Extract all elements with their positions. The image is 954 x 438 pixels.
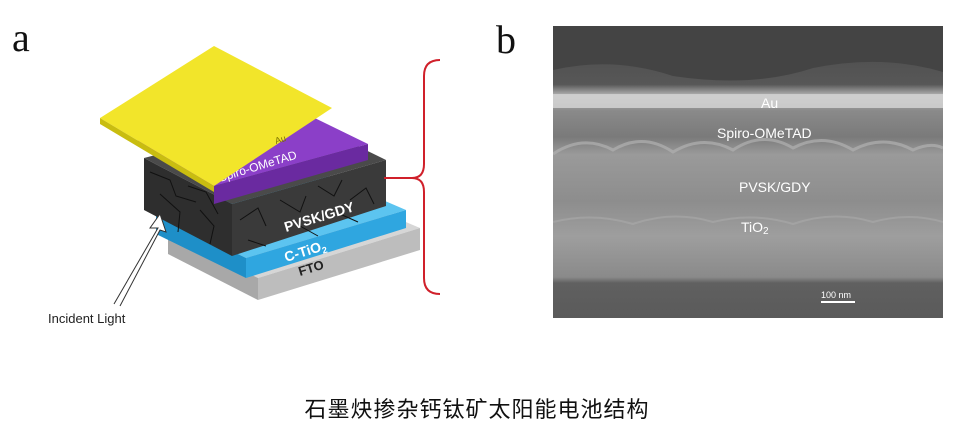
sem-spiro-label: Spiro-OMeTAD (717, 125, 812, 141)
sem-tio2-label: TiO2 (741, 219, 769, 237)
figure-caption: 石墨炔掺杂钙钛矿太阳能电池结构 (304, 398, 650, 423)
panel-a-label: a (12, 15, 30, 60)
fto-label: FTO (296, 257, 325, 279)
sem-au-label: Au (761, 95, 778, 111)
device-stack-diagram: FTO C-TiO2 PVSK/GDY Spiro-OMeTAD Au Inci… (48, 46, 441, 326)
incident-light-label: Incident Light (48, 311, 126, 326)
sem-cross-section: 100 nm Au Spiro-OMeTAD PVSK/GDY TiO2 (553, 26, 943, 318)
scale-bar-label: 100 nm (821, 290, 851, 300)
sem-pvsk-label: PVSK/GDY (739, 179, 811, 195)
au-label: Au (274, 133, 287, 146)
panel-b-label: b (496, 17, 516, 62)
bracket (384, 59, 441, 295)
incident-light-arrow (113, 212, 167, 307)
au-layer: Au (100, 46, 332, 192)
